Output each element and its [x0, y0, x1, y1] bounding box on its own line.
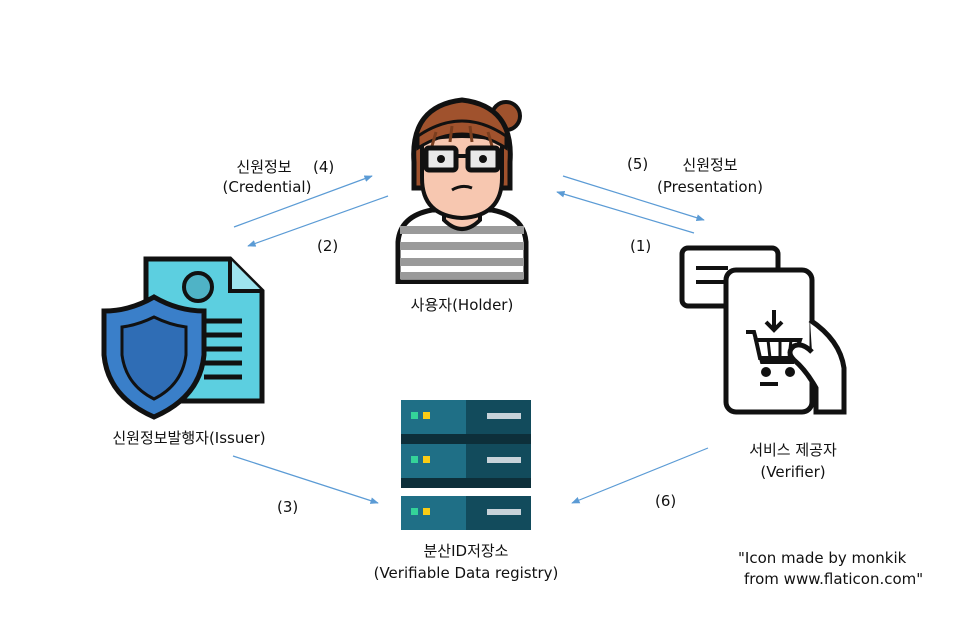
- arrow-issuer-registry: [232, 455, 379, 504]
- arrow-credential: [233, 175, 373, 228]
- request-verifier-step: (1): [630, 237, 652, 255]
- credential-label-text: 신원정보: [236, 158, 292, 176]
- credential-label: 신원정보: [214, 157, 314, 177]
- holder-label: 사용자(Holder): [410, 296, 514, 314]
- issuer-document-shield-icon: [101, 256, 265, 420]
- verifier-shopping-phone-icon: [679, 245, 847, 415]
- attribution-line-1: "Icon made by monkik: [738, 549, 907, 567]
- credential-sublabel: (Credential): [222, 178, 312, 196]
- presentation-sublabel: (Presentation): [657, 178, 763, 196]
- verifier-label: 서비스 제공자: [749, 441, 837, 459]
- verifier-registry-step: (6): [655, 492, 677, 510]
- holder-avatar-icon: [395, 97, 529, 284]
- request-issuer-step: (2): [317, 237, 339, 255]
- credential-step: (4): [313, 158, 335, 176]
- attribution-line-2: from www.flaticon.com": [744, 570, 924, 588]
- verifier-sublabel: (Verifier): [760, 463, 826, 481]
- registry-label: 분산ID저장소: [423, 542, 509, 560]
- arrow-presentation: [562, 175, 705, 221]
- registry-server-icon: [401, 400, 531, 530]
- arrow-verifier-registry: [571, 447, 709, 504]
- issuer-label: 신원정보발행자(Issuer): [112, 429, 266, 447]
- arrow-request-verifier: [556, 190, 695, 234]
- registry-sublabel: (Verifiable Data registry): [373, 564, 559, 582]
- arrow-request-issuer: [247, 195, 389, 247]
- issuer-registry-step: (3): [277, 498, 299, 516]
- presentation-step: (5): [627, 155, 649, 173]
- presentation-label: 신원정보: [682, 156, 738, 174]
